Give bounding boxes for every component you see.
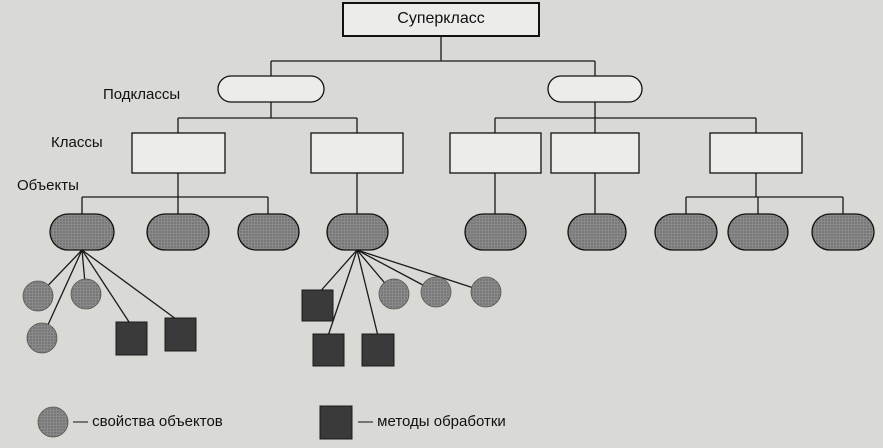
legend-method-square bbox=[319, 405, 353, 440]
object-1 bbox=[49, 213, 115, 251]
class-box-5 bbox=[709, 132, 803, 174]
object-6 bbox=[567, 213, 627, 251]
object-9 bbox=[811, 213, 875, 251]
class-box-2 bbox=[310, 132, 404, 174]
object-5 bbox=[464, 213, 527, 251]
legend-properties-label: — свойства объектов bbox=[73, 413, 223, 430]
superclass-box bbox=[342, 2, 540, 37]
method-square bbox=[164, 317, 197, 352]
property-circle bbox=[378, 278, 410, 310]
connector-lines bbox=[37, 37, 844, 339]
property-circle bbox=[70, 278, 102, 310]
classes-level-label: Классы bbox=[51, 134, 103, 151]
method-square bbox=[115, 321, 148, 356]
class-box-4 bbox=[550, 132, 640, 174]
property-circle bbox=[26, 322, 58, 354]
property-circle bbox=[22, 280, 54, 312]
object-2 bbox=[146, 213, 210, 251]
subclass-left bbox=[217, 75, 325, 103]
method-square bbox=[301, 289, 334, 322]
method-square bbox=[312, 333, 345, 367]
subclass-right bbox=[547, 75, 643, 103]
object-3 bbox=[237, 213, 300, 251]
legend-methods-label: — методы обработки bbox=[358, 413, 506, 430]
class-box-1 bbox=[131, 132, 226, 174]
subclasses-level-label: Подклассы bbox=[103, 86, 181, 103]
superclass-label: Суперкласс bbox=[397, 10, 485, 27]
objects-level-label: Объекты bbox=[17, 177, 79, 194]
legend-property-circle bbox=[37, 406, 69, 438]
method-square bbox=[361, 333, 395, 367]
property-circle bbox=[470, 276, 502, 308]
object-7 bbox=[654, 213, 718, 251]
class-box-3 bbox=[449, 132, 542, 174]
object-8 bbox=[727, 213, 789, 251]
property-circle bbox=[420, 276, 452, 308]
object-4 bbox=[326, 213, 389, 251]
